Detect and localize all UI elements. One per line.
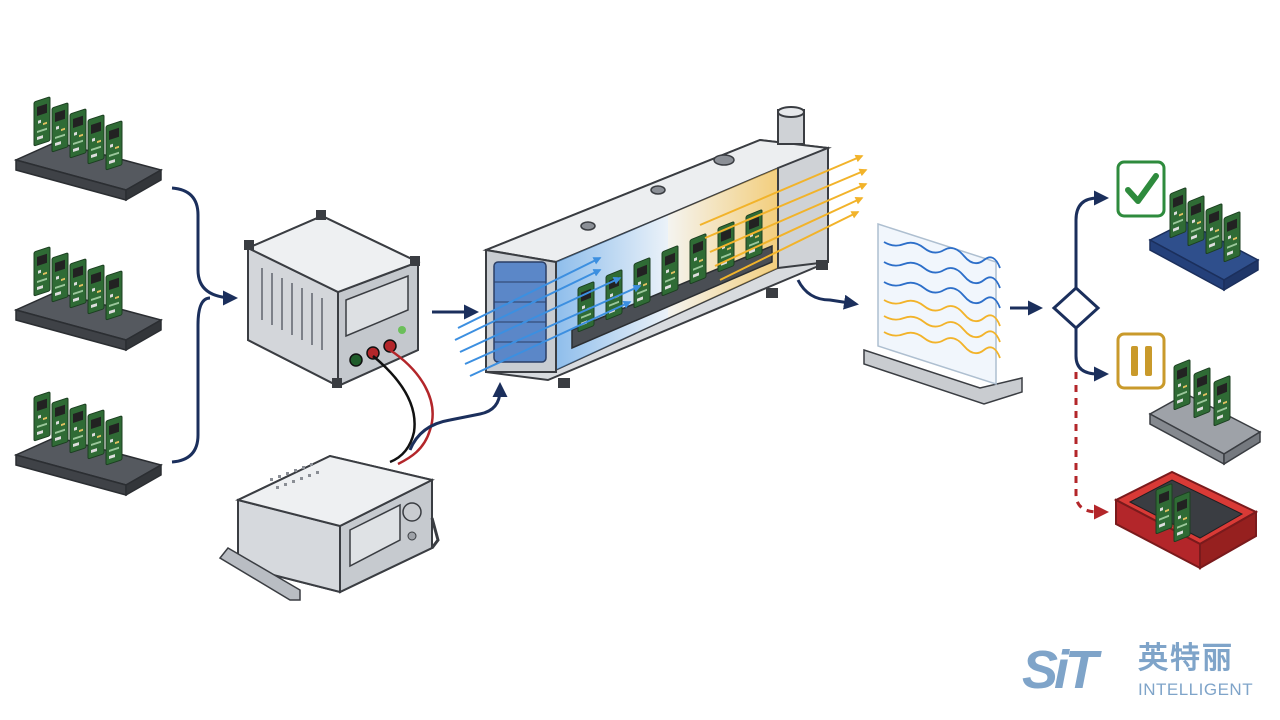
reject-board-tray [1113, 470, 1259, 570]
merge-arrow-lower [171, 296, 211, 464]
power-supply-unit [244, 210, 421, 388]
monitor-signal-arrow [408, 382, 508, 451]
flow-arrow-to-data [796, 279, 859, 310]
input-board-rack-bottom [16, 392, 161, 495]
hold-status-badge [1116, 332, 1166, 390]
merge-arrow [171, 186, 238, 306]
company-logo: SiT 英特丽 INTELLIGENT [1022, 640, 1262, 704]
input-board-rack-top [16, 97, 161, 200]
hold-board-rack [1148, 358, 1262, 466]
pause-icon [1131, 346, 1152, 376]
diamond-icon [1051, 285, 1101, 331]
hot-airflow [699, 154, 868, 281]
pass-board-rack [1148, 186, 1260, 292]
branch-reject-arrow [1074, 372, 1109, 520]
checkmark-icon [1125, 173, 1159, 204]
branch-hold-arrow [1074, 328, 1109, 382]
logo-mark: SiT [1022, 640, 1098, 700]
input-board-rack-middle [16, 247, 161, 350]
cool-airflow [454, 257, 642, 377]
logo-chinese-name: 英特丽 [1138, 641, 1234, 676]
pass-status-badge [1116, 160, 1166, 218]
power-cable-black [372, 355, 416, 464]
branch-pass-arrow [1074, 190, 1109, 288]
burn-in-chamber [482, 106, 832, 388]
data-monitoring-panel [863, 222, 1023, 405]
logo-english-name: INTELLIGENT [1138, 680, 1254, 699]
measurement-instrument [218, 454, 440, 601]
